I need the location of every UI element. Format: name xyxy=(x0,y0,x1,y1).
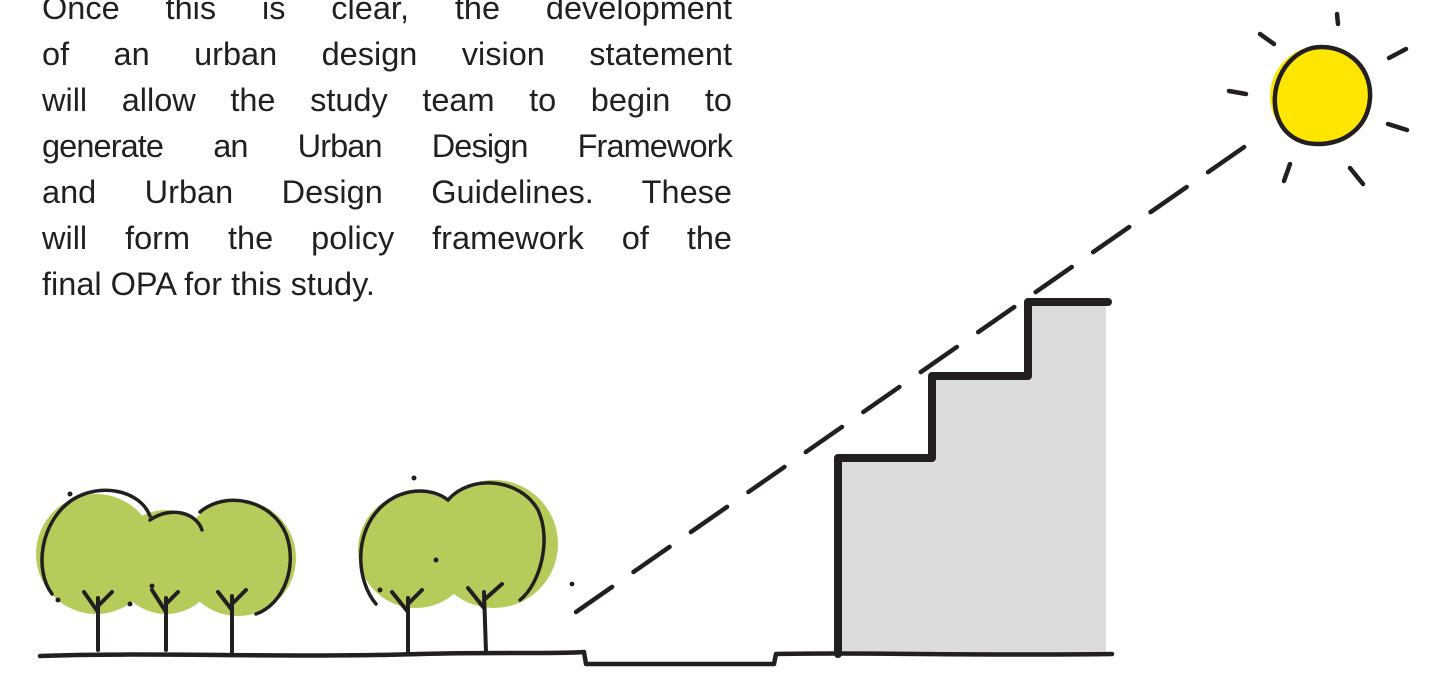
tree-trunk xyxy=(390,588,424,656)
sketch-dot xyxy=(67,491,73,497)
sun-ray xyxy=(1226,88,1249,97)
tree-icon xyxy=(430,480,558,608)
sketch-dot xyxy=(411,475,417,481)
tree-foliage xyxy=(36,494,296,616)
tree-group-left xyxy=(36,488,296,654)
body-line-6: will form the policy framework of the xyxy=(42,220,732,256)
sun-ray xyxy=(1281,161,1293,184)
sun-ray xyxy=(1386,46,1409,61)
tree-foliage xyxy=(358,480,558,608)
body-line-2: of an urban design vision statement xyxy=(42,36,732,72)
body-paragraph: Once this is clear, the development of a… xyxy=(42,0,733,307)
building-fill xyxy=(842,304,1106,654)
sketch-dot xyxy=(149,583,155,589)
sketch-dot xyxy=(127,601,133,607)
stepped-building-icon xyxy=(834,298,1112,658)
tree-icon xyxy=(180,500,296,616)
body-line-5: and Urban Design Guidelines. These xyxy=(42,174,732,210)
sun-angle-line xyxy=(573,133,1263,615)
sun-disc xyxy=(1270,46,1370,146)
tree-sketch-dots xyxy=(55,491,155,607)
sun-rays xyxy=(1226,11,1410,187)
tree-outline xyxy=(148,510,204,532)
body-line-3: will allow the study team to begin to xyxy=(42,82,732,118)
sketch-dot xyxy=(433,557,439,563)
sun-ray xyxy=(1385,121,1410,133)
tree-trunk xyxy=(216,588,248,654)
tree-outlines xyxy=(359,481,546,606)
sketch-dot xyxy=(377,587,383,593)
sun-ray xyxy=(1257,31,1277,47)
building-outline xyxy=(834,298,1112,658)
sun-outline xyxy=(1272,44,1373,147)
tree-group-right xyxy=(358,475,558,656)
sun-icon xyxy=(1226,11,1410,187)
sketch-dot xyxy=(55,597,61,603)
sun-ray xyxy=(1347,165,1366,187)
tree-outline xyxy=(446,481,546,602)
sketch-dot xyxy=(569,581,575,587)
tree-trunk xyxy=(82,590,114,652)
body-line-1: Once this is clear, the development xyxy=(42,0,732,26)
tree-sketch-dots xyxy=(377,475,439,593)
tree-outline xyxy=(40,488,152,596)
tree-outline xyxy=(198,498,293,616)
tree-trunks xyxy=(82,588,248,654)
tree-trunk xyxy=(466,582,504,654)
ground-line xyxy=(37,649,1115,667)
tree-trunks xyxy=(390,582,504,656)
body-line-4: generate an Urban Design Framework xyxy=(42,128,733,164)
tree-outlines xyxy=(40,488,293,616)
tree-outline xyxy=(359,489,450,606)
body-line-7: final OPA for this study. xyxy=(42,266,375,302)
sun-ray xyxy=(1334,11,1341,27)
tree-trunk xyxy=(150,588,180,652)
